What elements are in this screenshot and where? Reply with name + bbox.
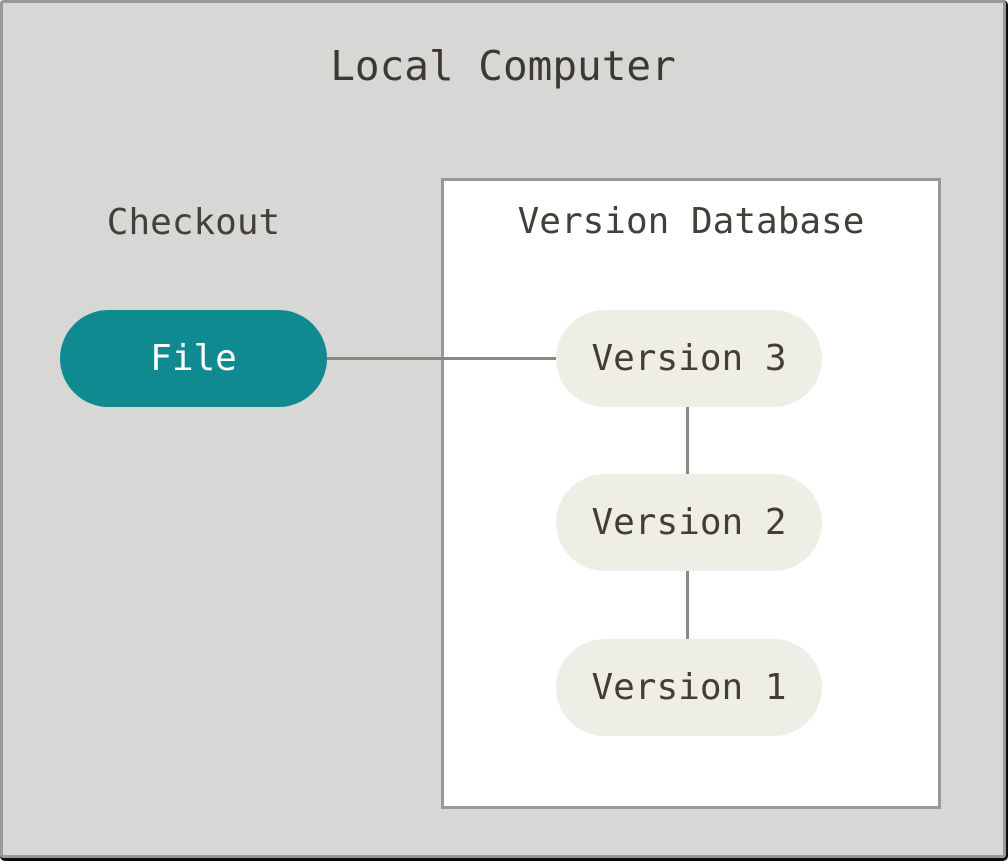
edge-version2-to-version1	[686, 571, 689, 639]
file-node: File	[60, 310, 327, 407]
version1-node: Version 1	[556, 639, 822, 736]
diagram-title: Local Computer	[330, 42, 676, 90]
version2-node-label: Version 2	[591, 502, 787, 543]
edge-version3-to-version2	[686, 407, 689, 474]
version2-node: Version 2	[556, 474, 822, 571]
checkout-label: Checkout	[106, 202, 281, 243]
version-database-box: Version Database Version 3 Version 2 Ver…	[441, 178, 941, 809]
file-node-label: File	[150, 338, 237, 379]
version3-node: Version 3	[556, 310, 822, 407]
edge-file-to-version3	[327, 357, 561, 360]
version1-node-label: Version 1	[591, 667, 787, 708]
version-database-title: Version Database	[517, 201, 865, 242]
version3-node-label: Version 3	[591, 338, 787, 379]
